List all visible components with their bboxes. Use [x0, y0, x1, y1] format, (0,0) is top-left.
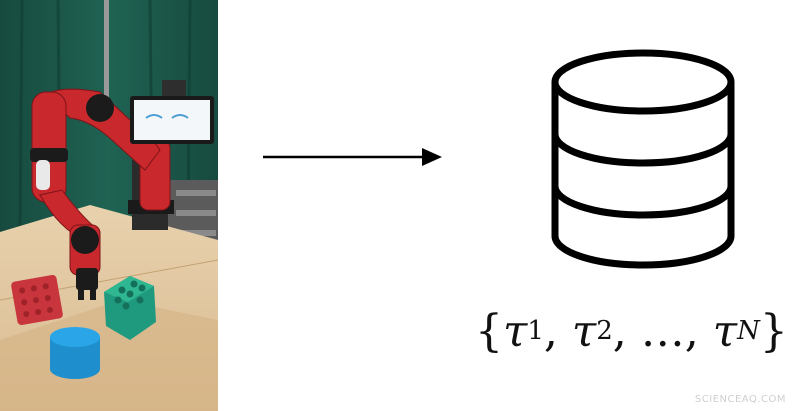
database-icon — [551, 49, 735, 269]
tau-2: τ — [571, 305, 597, 357]
robot-joints — [30, 94, 114, 300]
open-brace: { — [475, 305, 503, 357]
green-block — [104, 276, 156, 340]
comma: , — [612, 305, 627, 357]
subscript-1: 1 — [527, 316, 544, 346]
ellipsis: … — [640, 305, 685, 357]
blue-cylinder — [50, 327, 100, 379]
subscript-n: N — [737, 316, 760, 346]
comma: , — [543, 305, 558, 357]
comma: , — [684, 305, 699, 357]
red-block — [11, 274, 63, 326]
close-brace: } — [759, 305, 788, 357]
right-arrow-icon — [263, 148, 442, 166]
tau-n: τ — [712, 305, 738, 357]
arm-button-pad — [36, 160, 50, 190]
subscript-2: 2 — [596, 316, 613, 346]
watermark: SCIENCEAQ.COM — [694, 394, 786, 405]
tau-1: τ — [503, 305, 528, 357]
table-front — [0, 300, 218, 411]
robot-head-screen — [130, 80, 214, 144]
support-pole — [104, 0, 109, 100]
robot-arm-photo — [0, 0, 218, 411]
